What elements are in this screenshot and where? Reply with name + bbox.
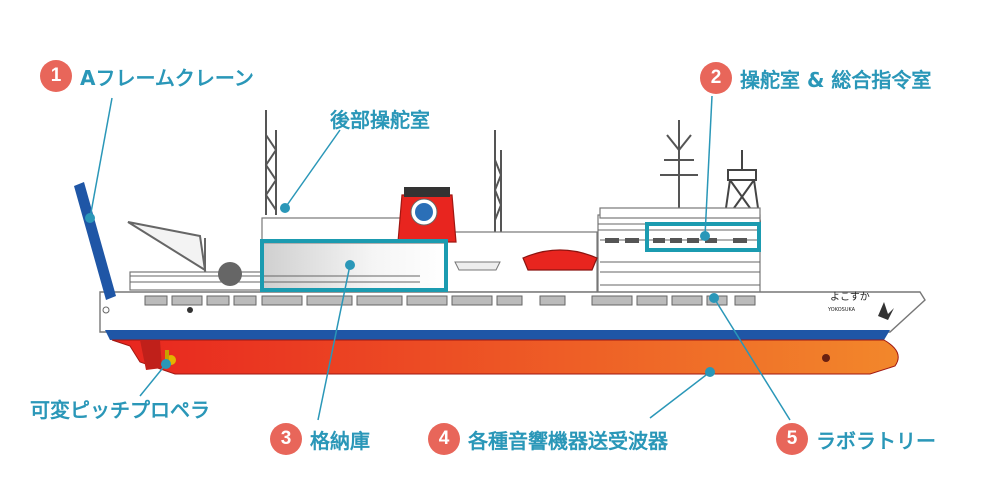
ship-name-jp: よこすか xyxy=(830,291,870,303)
a-frame-crane-shape xyxy=(74,182,116,300)
label-bridge-control: 2 操舵室 & 総合指令室 xyxy=(700,62,931,94)
winch-drum xyxy=(218,262,242,286)
label-laboratory-text: ラボラトリー xyxy=(816,428,936,453)
funnel-mast xyxy=(493,130,503,240)
ship-name-en: YOKOSUKA xyxy=(827,307,856,313)
badge-2: 2 xyxy=(700,62,732,94)
deck-crane xyxy=(127,221,207,275)
label-storage: 3 格納庫 xyxy=(270,423,370,455)
label-cpp-text: 可変ピッチプロペラ xyxy=(30,398,210,422)
bridge-windows xyxy=(605,238,747,243)
label-bridge-control-text: 操舵室 & 総合指令室 xyxy=(740,67,932,92)
leader-lines xyxy=(89,95,791,421)
aft-mast xyxy=(264,110,278,215)
label-a-frame-crane-text: Aフレームクレーン xyxy=(80,65,254,90)
label-echo-sounders: 4 各種音響機器送受波器 xyxy=(428,423,668,455)
lifeboat xyxy=(454,249,598,271)
hull-stripe xyxy=(105,330,890,340)
label-a-frame-crane: 1 Aフレームクレーン xyxy=(40,60,254,92)
funnel xyxy=(397,187,457,243)
label-cpp: 可変ピッチプロペラ xyxy=(30,394,210,423)
label-aft-steering: 後部操舵室 xyxy=(330,104,430,133)
label-aft-steering-text: 後部操舵室 xyxy=(330,108,430,132)
radar-tower xyxy=(723,150,761,223)
badge-3: 3 xyxy=(270,423,302,455)
label-storage-text: 格納庫 xyxy=(310,428,370,453)
badge-5: 5 xyxy=(776,423,808,455)
fore-antenna xyxy=(660,120,698,215)
badge-4: 4 xyxy=(428,423,460,455)
bridge-highlight xyxy=(645,222,761,252)
label-laboratory: 5 ラボラトリー xyxy=(776,423,936,455)
hull-lower xyxy=(111,339,899,375)
label-echo-sounders-text: 各種音響機器送受波器 xyxy=(468,428,668,453)
leader-dots xyxy=(85,203,719,377)
badge-1: 1 xyxy=(40,60,72,92)
bow-logo-icon xyxy=(878,302,894,320)
hangar-highlight xyxy=(260,239,448,292)
